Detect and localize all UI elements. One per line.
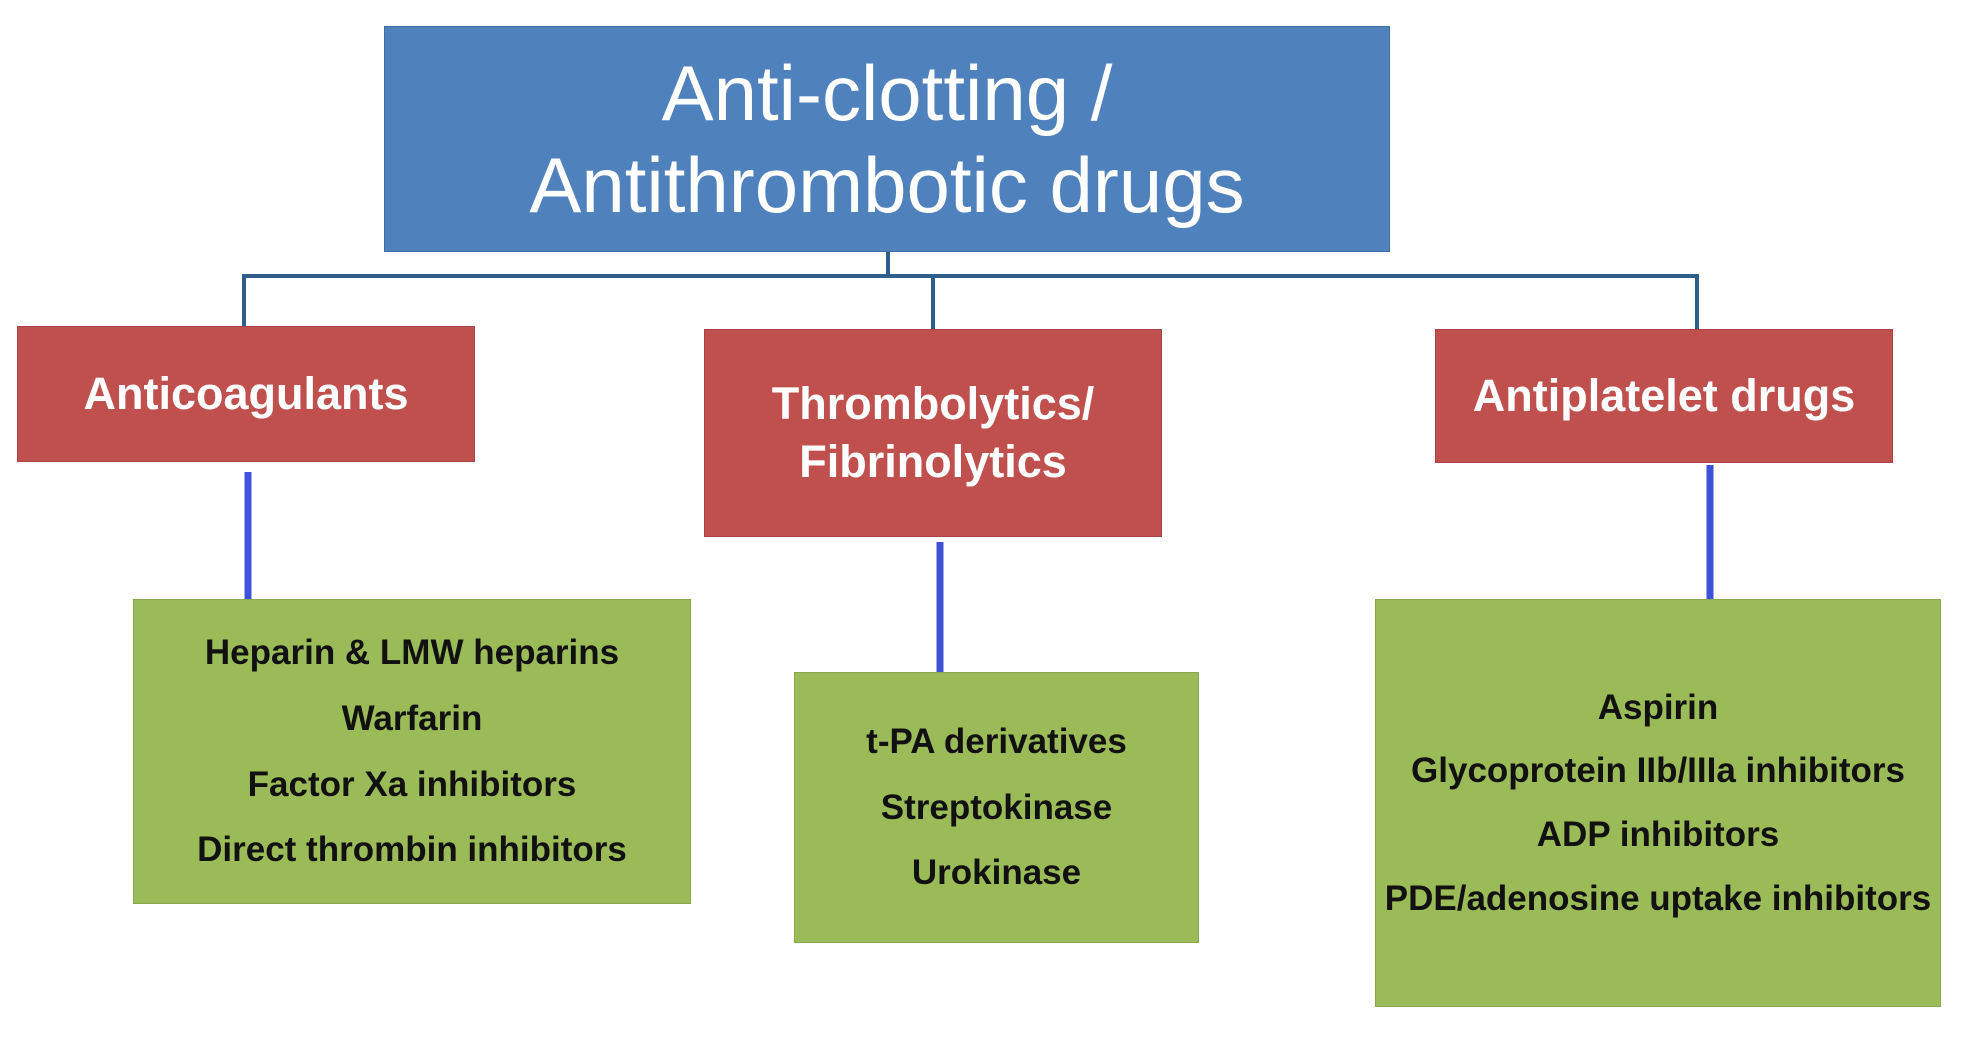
title-line-2: Antithrombotic drugs xyxy=(529,141,1245,229)
list-item: ADP inhibitors xyxy=(1536,815,1780,854)
list-item: Factor Xa inhibitors xyxy=(247,764,577,804)
category-label: Anticoagulants xyxy=(83,367,409,419)
category-label-line-1: Thrombolytics/ xyxy=(771,377,1095,429)
list-item: Aspirin xyxy=(1597,687,1719,727)
title-line-1: Anti-clotting / xyxy=(661,48,1113,137)
list-item: Glycoprotein IIb/IIIa inhibitors xyxy=(1411,751,1905,791)
list-item: Streptokinase xyxy=(880,787,1113,827)
list-item: Direct thrombin inhibitors xyxy=(197,830,627,870)
title-box: Anti-clotting / Antithrombotic drugs xyxy=(384,26,1390,252)
title-branch-connector xyxy=(242,252,1699,329)
list-item: Warfarin xyxy=(341,698,483,738)
category-box-anticoagulants: Anticoagulants xyxy=(17,326,475,462)
items-box-antiplatelet: Aspirin Glycoprotein IIb/IIIa inhibitors… xyxy=(1375,599,1941,1007)
category-box-thrombolytics: Thrombolytics/ Fibrinolytics xyxy=(704,329,1162,537)
items-box-thrombolytics: t-PA derivatives Streptokinase Urokinase xyxy=(794,672,1199,943)
list-item: PDE/adenosine uptake inhibitors xyxy=(1384,878,1932,918)
list-item: Urokinase xyxy=(911,853,1082,893)
category-box-antiplatelet: Antiplatelet drugs xyxy=(1435,329,1893,463)
list-item: t-PA derivatives xyxy=(866,721,1127,761)
items-box-anticoagulants: Heparin & LMW heparins Warfarin Factor X… xyxy=(133,599,691,904)
category-to-items-connectors xyxy=(244,465,1714,672)
category-label: Antiplatelet drugs xyxy=(1472,369,1856,421)
list-item: Heparin & LMW heparins xyxy=(204,633,620,672)
category-label-line-2: Fibrinolytics xyxy=(799,436,1067,487)
